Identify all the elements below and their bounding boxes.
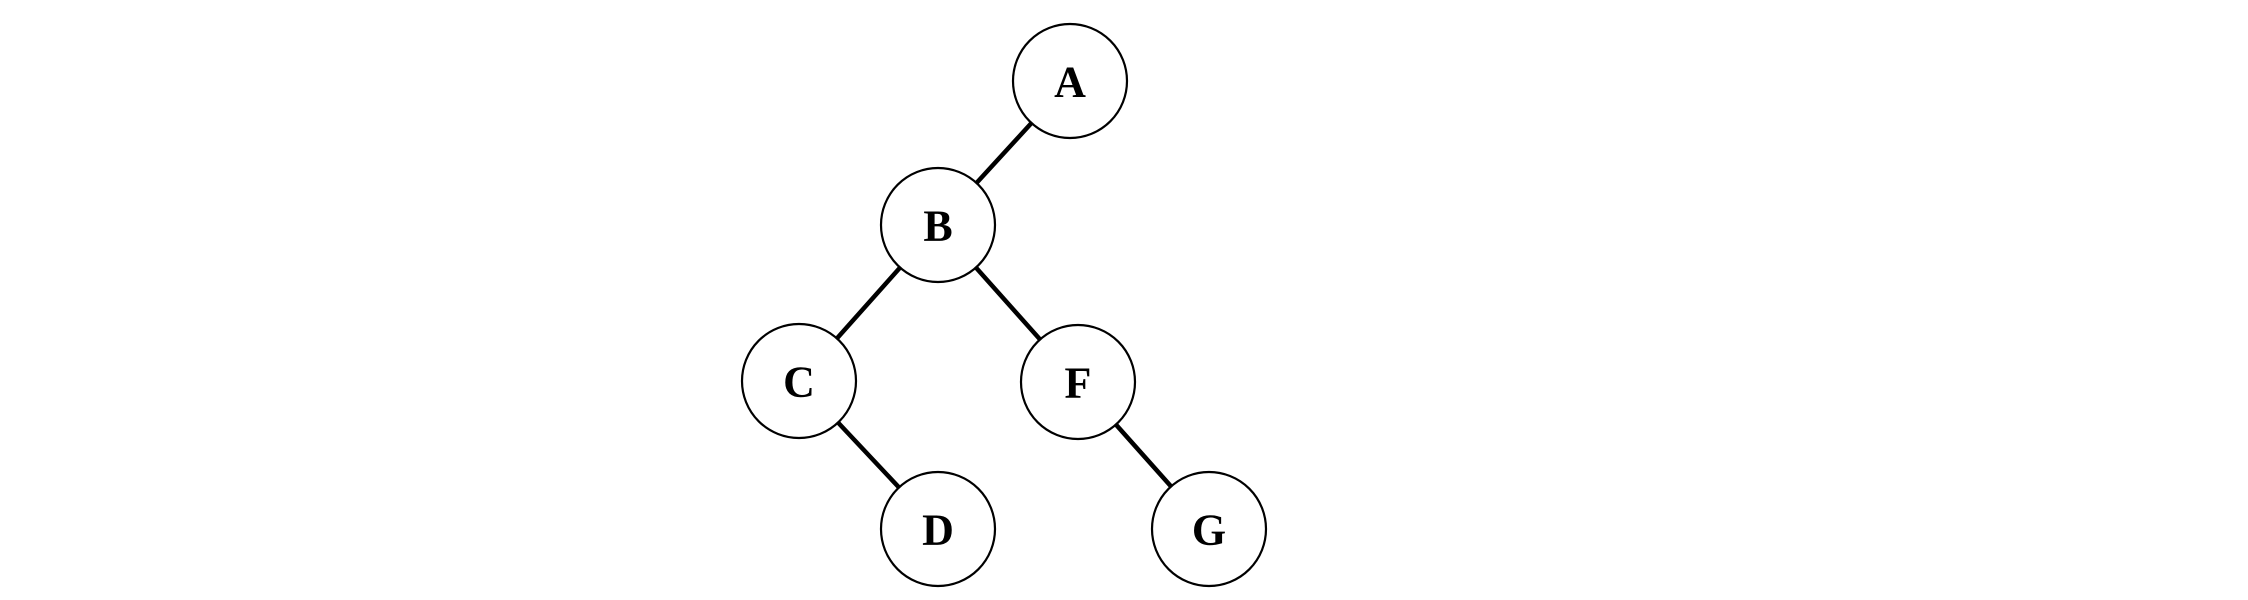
node-circle-G xyxy=(1150,470,1268,588)
node-label-C: C xyxy=(783,357,815,406)
node-label-F: F xyxy=(1065,358,1092,407)
tree-node-G: G xyxy=(1150,470,1268,588)
node-label-A: A xyxy=(1054,57,1086,106)
node-circle-A xyxy=(1011,22,1129,140)
node-circle-F xyxy=(1019,323,1137,441)
node-label-B: B xyxy=(923,201,952,250)
tree-node-D: D xyxy=(879,470,997,588)
node-circle-C xyxy=(740,322,858,440)
tree-node-A: A xyxy=(1011,22,1129,140)
tree-node-B: B xyxy=(879,166,997,284)
node-circle-D xyxy=(879,470,997,588)
node-label-G: G xyxy=(1192,505,1226,554)
tree-node-C: C xyxy=(740,322,858,440)
node-circle-B xyxy=(879,166,997,284)
node-label-D: D xyxy=(922,505,954,554)
tree-node-F: F xyxy=(1019,323,1137,441)
